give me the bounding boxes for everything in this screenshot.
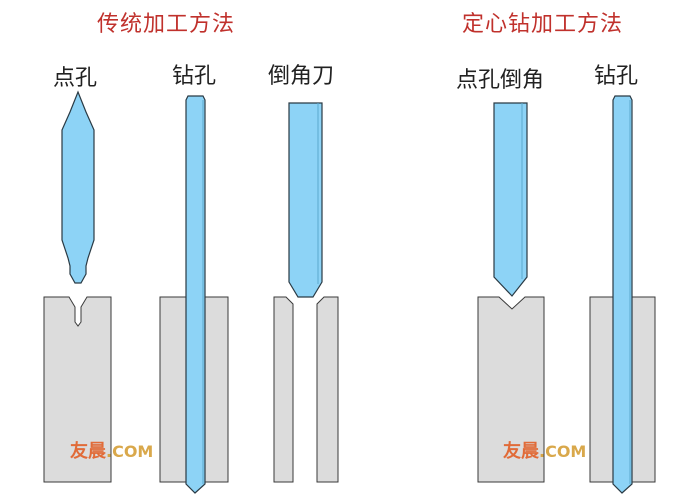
label-drill-1: 钻孔 <box>172 64 217 89</box>
watermark-left: 友晨.COM <box>70 437 153 463</box>
label-spot-hole: 点孔 <box>53 66 98 91</box>
spot-drill-tool <box>61 90 95 284</box>
chamfer-cutter-tool <box>288 102 323 298</box>
drill-tool-1 <box>185 95 206 494</box>
watermark-brand-en: .COM <box>106 442 154 461</box>
watermark-brand-cn: 友晨 <box>70 441 106 462</box>
watermark-brand-cn: 友晨 <box>503 441 539 462</box>
workpiece-chamfer-right <box>316 296 339 483</box>
center-drill-method-title: 定心钻加工方法 <box>462 12 624 37</box>
workpiece-chamfer-left <box>273 296 294 483</box>
drill-tool-2 <box>612 95 633 494</box>
workpiece-center-drill <box>477 296 545 483</box>
label-spot-chamfer: 点孔倒角 <box>456 68 545 93</box>
watermark-right: 友晨.COM <box>503 437 586 463</box>
workpiece-spot-hole <box>43 296 112 483</box>
traditional-method-title: 传统加工方法 <box>97 12 236 37</box>
label-chamfer-cutter: 倒角刀 <box>268 64 335 89</box>
watermark-brand-en: .COM <box>539 442 587 461</box>
label-drill-2: 钻孔 <box>594 64 639 89</box>
